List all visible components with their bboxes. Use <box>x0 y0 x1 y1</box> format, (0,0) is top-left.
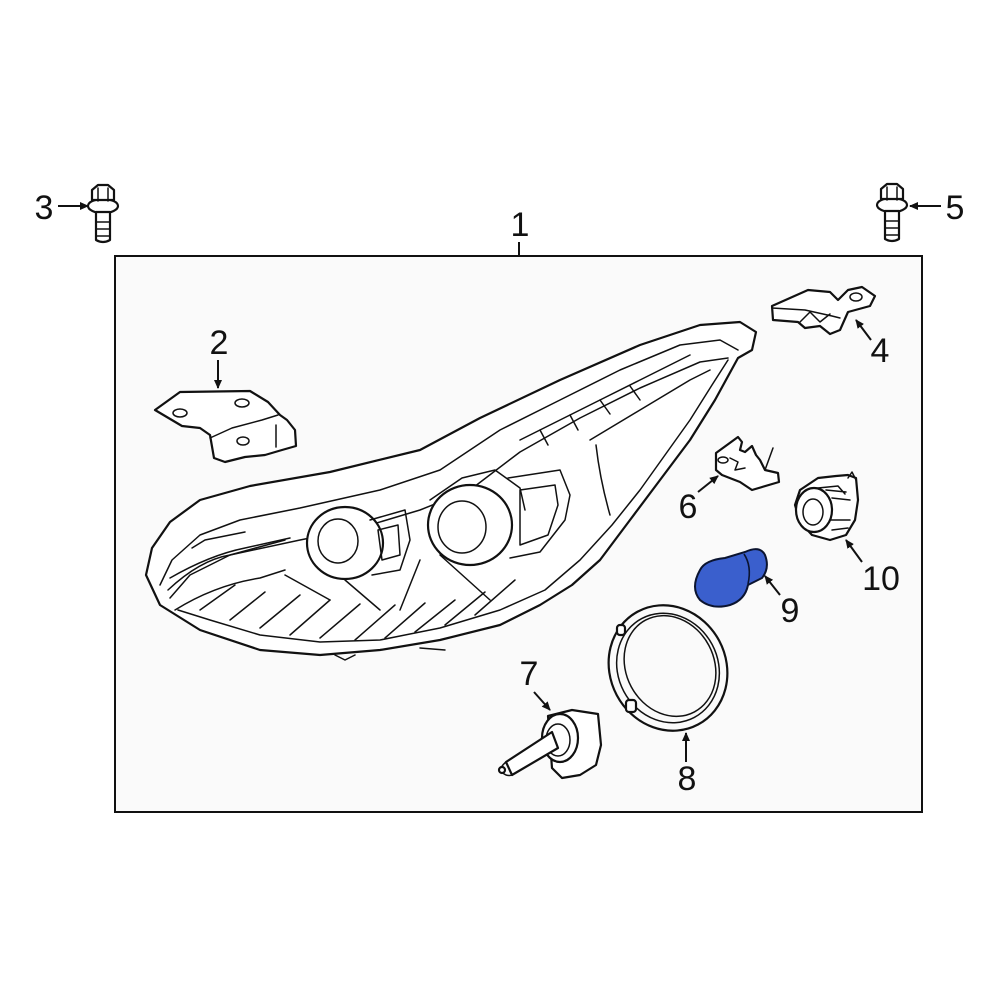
bracket-left-icon[interactable] <box>153 389 298 464</box>
clip-bracket-icon[interactable] <box>714 435 781 492</box>
callout-8[interactable]: 8 <box>678 732 697 798</box>
svg-text:5: 5 <box>946 189 965 227</box>
svg-text:4: 4 <box>871 332 890 370</box>
headlamp-bulb-icon[interactable] <box>497 708 603 780</box>
svg-text:8: 8 <box>678 760 697 798</box>
callout-7[interactable]: 7 <box>520 655 551 711</box>
bolt-right-icon[interactable] <box>875 182 909 243</box>
callout-4[interactable]: 4 <box>855 319 890 370</box>
callout-1[interactable]: 1 <box>511 206 530 256</box>
svg-text:10: 10 <box>862 560 900 598</box>
bolt-left-icon[interactable] <box>86 183 120 244</box>
callout-9[interactable]: 9 <box>764 575 800 630</box>
bulb-highlighted-icon[interactable] <box>694 548 768 608</box>
svg-text:2: 2 <box>210 324 229 362</box>
callout-2[interactable]: 2 <box>210 324 229 389</box>
bulb-socket-icon[interactable] <box>793 471 860 542</box>
callout-5[interactable]: 5 <box>909 189 965 227</box>
callout-10[interactable]: 10 <box>845 539 900 598</box>
svg-text:6: 6 <box>679 488 698 526</box>
svg-text:7: 7 <box>520 655 539 693</box>
bracket-right-icon[interactable] <box>770 285 877 336</box>
svg-text:9: 9 <box>781 592 800 630</box>
callout-6[interactable]: 6 <box>679 475 719 526</box>
callout-3[interactable]: 3 <box>35 189 89 227</box>
svg-text:3: 3 <box>35 189 54 227</box>
headlamp-assembly-icon[interactable] <box>144 320 758 661</box>
dust-cover-ring-icon[interactable] <box>587 584 750 751</box>
svg-text:1: 1 <box>511 206 530 244</box>
